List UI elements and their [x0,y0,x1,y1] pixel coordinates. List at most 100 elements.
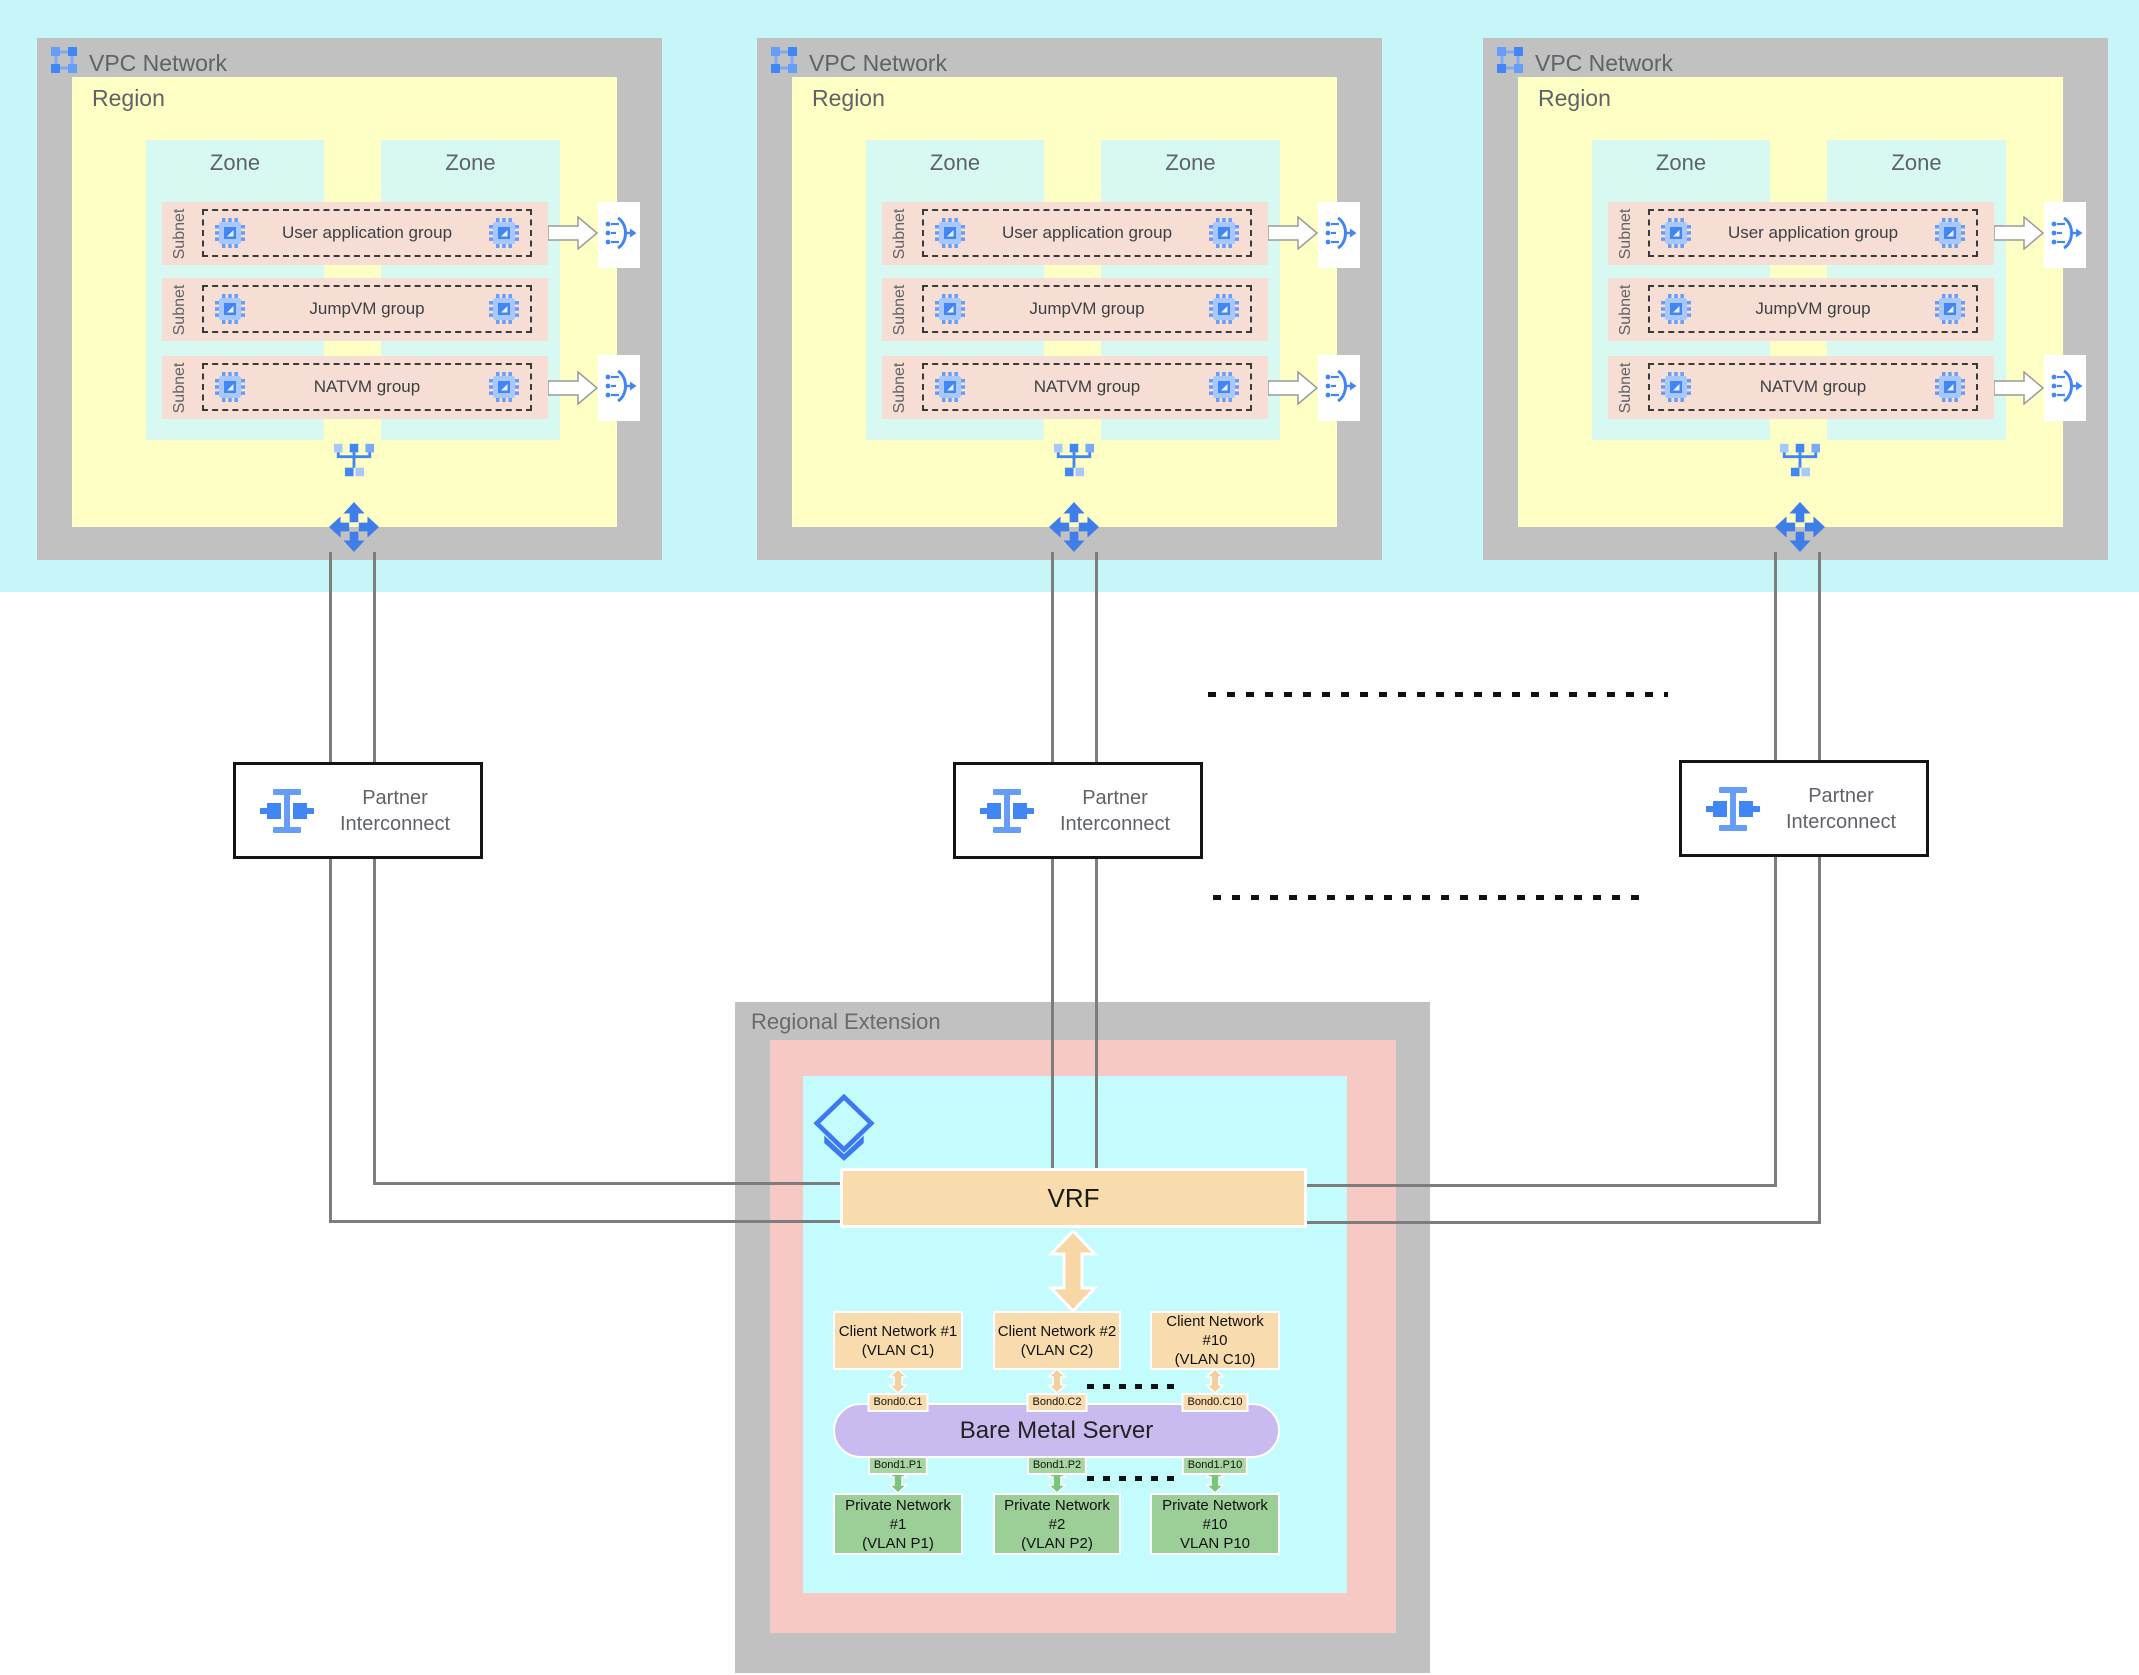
subnet-row: Subnet NATVM group [162,356,548,419]
instance-group-box: User application group [1648,209,1978,257]
connector-line [1307,1184,1777,1187]
client-network-vlan: (VLAN C1) [861,1341,935,1359]
group-label: NATVM group [1033,377,1141,396]
flow-arrow [1268,216,1318,250]
client-network-name: Client Network #10 [1166,1313,1264,1349]
load-balancer-icon [1321,215,1357,256]
regional-extension-title: Regional Extension [751,1009,941,1034]
connector-line [1818,857,1821,1224]
vm-instance-icon [1661,218,1691,248]
group-label: User application group [1001,223,1173,242]
connector-line [1051,552,1054,762]
vm-instance-icon [1209,218,1239,248]
vpc-network-title: VPC Network [89,50,228,76]
connector-line [373,859,376,1185]
zone-label: Zone [1891,150,1942,175]
flow-arrow [548,216,598,250]
router-icon [1048,502,1100,552]
client-network-vlan: (VLAN C10) [1174,1351,1256,1368]
bond-label: Bond0.C1 [867,1393,929,1412]
group-label: JumpVM group [309,299,425,318]
connector-line [1095,859,1098,1168]
region-label: Region [1538,85,1611,111]
group-label: JumpVM group [1029,299,1145,318]
vpc-network-box-2: VPC Network Region Zone Zone Subnet User… [757,38,1382,560]
vm-instance-icon [215,218,245,248]
load-balancer-icon [2047,368,2083,409]
region-box: Region Zone Zone Subnet User application… [1518,77,2063,527]
load-balancer-icon [1321,368,1357,409]
zone-label: Zone [445,150,496,175]
zone-label: Zone [1655,150,1707,175]
network-hub-icon [333,443,375,479]
subnet-label: Subnet [171,284,188,335]
load-balancer-box [1318,355,1360,421]
router-icon [1774,502,1826,552]
flow-arrow [1994,371,2044,405]
client-network-box: Client Network #10 (VLAN C10) [1150,1311,1280,1370]
partner-interconnect-label: Partner Interconnect [1785,784,1897,833]
bare-metal-layers-icon [813,1094,875,1162]
flow-arrow [548,371,598,405]
group-label: User application group [281,223,453,242]
client-network-vlan: (VLAN C2) [1020,1341,1094,1359]
load-balancer-box [598,202,640,268]
group-label: User application group [1727,223,1899,242]
vm-instance-icon [1935,218,1965,248]
vm-instance-icon [1935,372,1965,402]
client-network-name: Client Network #2 [997,1322,1117,1340]
subnet-label: Subnet [171,362,188,413]
partner-interconnect-box: Partner Interconnect [233,762,483,859]
private-network-name: Private Network #1 [845,1496,951,1533]
connector-line [1774,857,1777,1187]
region-box: Region Zone Zone Subnet User application… [72,77,617,527]
vm-instance-icon [489,218,519,248]
subnet-label: Subnet [1617,284,1634,335]
subnet-label: Subnet [891,208,908,259]
private-network-box: Private Network #10 VLAN P10 [1150,1493,1280,1555]
region-box: Region Zone Zone Subnet User application… [792,77,1337,527]
private-network-box: Private Network #1 (VLAN P1) [833,1493,963,1555]
vm-instance-icon [1661,294,1691,324]
flow-arrow [1994,216,2044,250]
private-network-name: Private Network #10 [1162,1496,1268,1533]
ellipsis-dotted-line [1208,692,1668,697]
group-label: JumpVM group [1755,299,1871,318]
zone-label: Zone [209,150,261,175]
partner-interconnect-box: Partner Interconnect [953,762,1203,859]
network-hub-icon [1779,443,1821,479]
instance-group-box: User application group [202,209,532,257]
instance-group-box: JumpVM group [202,285,532,333]
vrf-bidirectional-arrow [1044,1230,1102,1312]
network-hub-icon [1053,443,1095,479]
vpc-network-box-1: VPC Network Region Zone Zone Subnet User… [37,38,662,560]
subnet-row: Subnet NATVM group [1608,356,1994,419]
partner-interconnect-icon [1704,784,1762,834]
vpc-network-icon [769,45,799,75]
load-balancer-box [1318,202,1360,268]
vm-instance-icon [935,218,965,248]
instance-group-box: JumpVM group [1648,285,1978,333]
load-balancer-box [2044,202,2086,268]
connector-line [373,1182,840,1185]
instance-group-box: NATVM group [202,363,532,411]
router-icon [328,502,380,552]
group-label: NATVM group [1759,377,1867,396]
partner-interconnect-label: Partner Interconnect [1059,786,1171,835]
subnet-row: Subnet JumpVM group [162,278,548,341]
vm-instance-icon [215,372,245,402]
partner-interconnect-icon [258,786,316,836]
ellipsis-dotted-line [1213,895,1650,900]
bond-arrow [1046,1368,1068,1394]
client-network-box: Client Network #1 (VLAN C1) [833,1311,963,1370]
vm-instance-icon [935,372,965,402]
zone-label: Zone [929,150,981,175]
connector-line [1774,552,1777,760]
subnet-row: Subnet JumpVM group [882,278,1268,341]
instance-group-box: JumpVM group [922,285,1252,333]
client-network-box: Client Network #2 (VLAN C2) [993,1311,1121,1370]
instance-group-box: NATVM group [1648,363,1978,411]
subnet-row: Subnet User application group [882,202,1268,265]
private-network-vlan: (VLAN P2) [1021,1534,1093,1552]
partner-interconnect-label: Partner Interconnect [339,786,451,835]
